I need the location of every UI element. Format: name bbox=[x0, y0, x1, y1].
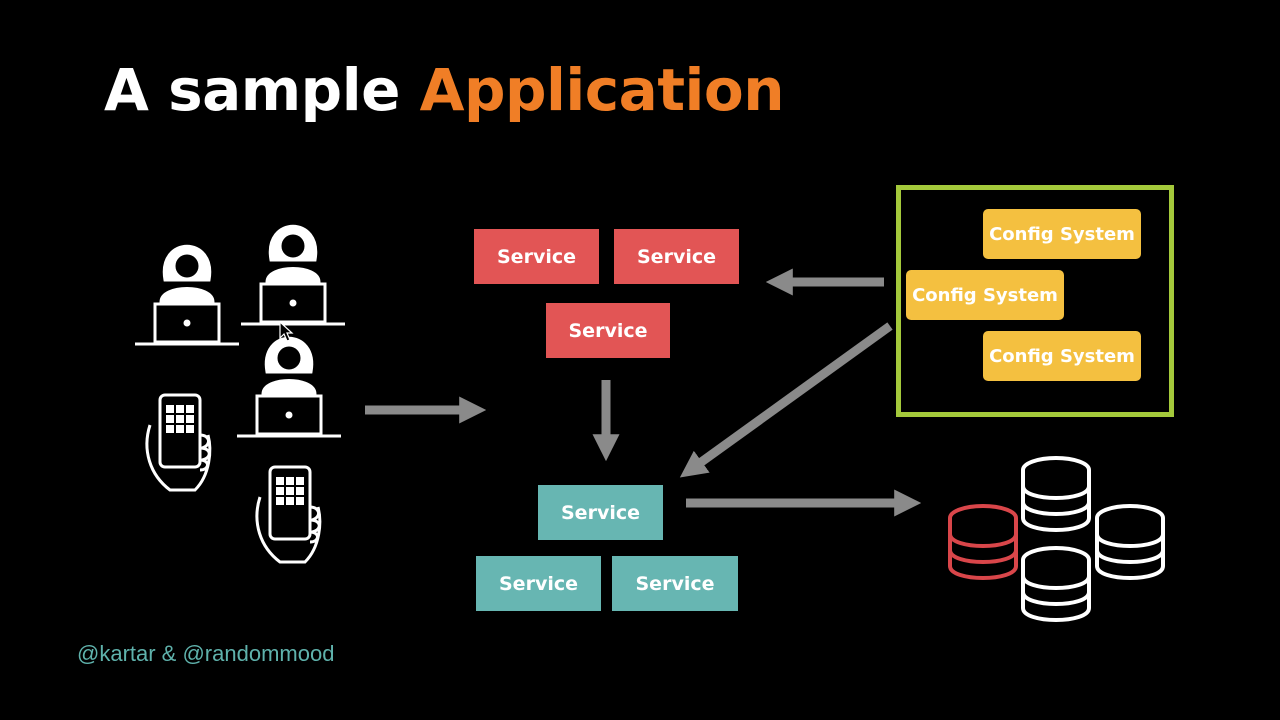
config-to-core-arrow bbox=[679, 322, 893, 478]
slide-title: A sample Application bbox=[104, 56, 785, 124]
service-box-top-right: Service bbox=[614, 229, 739, 284]
config-system-box-3: Config System bbox=[983, 331, 1141, 381]
service-box-top-middle: Service bbox=[546, 303, 670, 358]
config-system-frame bbox=[896, 185, 1174, 417]
title-part-1: A sample bbox=[104, 56, 420, 124]
slide-footer-handles: @kartar & @randommood bbox=[77, 641, 335, 666]
phone-hand-icon-1 bbox=[145, 393, 212, 492]
phone-hand-icon-2 bbox=[255, 465, 322, 564]
database-icon-1 bbox=[1021, 456, 1091, 532]
database-icon-red bbox=[948, 504, 1018, 580]
cursor-icon bbox=[279, 320, 294, 342]
title-part-2: Application bbox=[419, 56, 785, 124]
database-icon-3 bbox=[1021, 546, 1091, 622]
user-laptop-icon-2 bbox=[241, 224, 345, 326]
user-laptop-icon-1 bbox=[135, 244, 239, 346]
service-box-bottom-left: Service bbox=[476, 556, 601, 611]
config-system-box-2: Config System bbox=[906, 270, 1064, 320]
service-box-core: Service bbox=[538, 485, 663, 540]
database-icon-2 bbox=[1095, 504, 1165, 580]
service-box-bottom-right: Service bbox=[612, 556, 738, 611]
config-system-box-1: Config System bbox=[983, 209, 1141, 259]
user-laptop-icon-3 bbox=[237, 336, 341, 438]
service-box-top-left: Service bbox=[474, 229, 599, 284]
